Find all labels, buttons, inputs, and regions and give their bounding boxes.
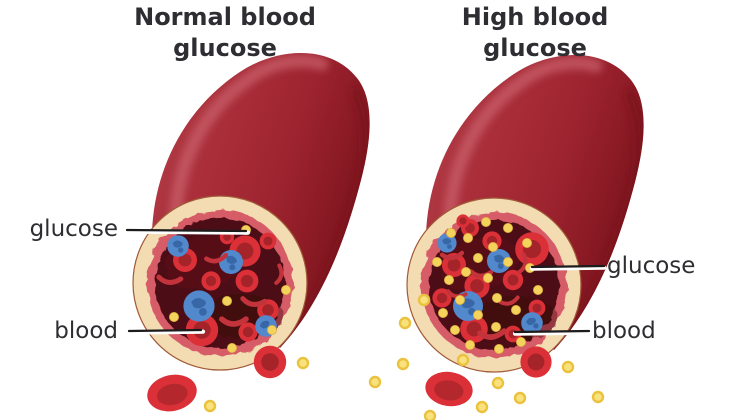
glucose-molecule (417, 293, 431, 307)
white-blood-cell (167, 235, 189, 257)
high-vessel-illustration (368, 55, 644, 420)
glucose-label-left: glucose (29, 216, 118, 242)
blood-leader-line-left (126, 328, 206, 335)
glucose-molecule (456, 353, 470, 367)
glucose-molecule (490, 321, 502, 333)
red-blood-cell (423, 368, 475, 410)
red-blood-cell (520, 346, 552, 378)
red-blood-cell (143, 370, 201, 416)
glucose-molecule (462, 232, 474, 244)
glucose-molecule (475, 400, 489, 414)
glucose-molecule (460, 266, 472, 278)
red-blood-cell (253, 345, 287, 379)
glucose-molecule (398, 316, 412, 330)
glucose-molecule (437, 307, 449, 319)
glucose-molecule (464, 339, 476, 351)
red-blood-cell (259, 232, 277, 250)
glucose-molecule (491, 376, 505, 390)
glucose-molecule (445, 227, 457, 239)
high-glucose-title: High blood glucose (461, 3, 609, 62)
leader-lines (124, 228, 607, 336)
glucose-molecule (423, 409, 437, 420)
glucose-molecule (591, 390, 605, 404)
red-blood-cell (201, 271, 221, 291)
glucose-molecule (168, 311, 180, 323)
blood-label-right: blood (592, 318, 656, 344)
glucose-molecule (368, 375, 382, 389)
red-blood-cell (238, 322, 258, 342)
glucose-molecule (472, 309, 484, 321)
red-blood-cell (456, 214, 470, 228)
glucose-molecule (513, 391, 527, 405)
glucose-leader-line-right (529, 264, 607, 271)
normal-vessel-illustration (133, 53, 370, 416)
glucose-molecule (280, 284, 292, 296)
glucose-molecule (396, 357, 410, 371)
normal-glucose-title: Normal blood glucose (134, 3, 316, 62)
glucose-molecule (502, 256, 513, 268)
glucose-label-right: glucose (607, 253, 696, 279)
glucose-molecule (502, 222, 513, 234)
glucose-molecule (472, 252, 484, 264)
glucose-molecule (454, 294, 466, 306)
glucose-molecule (491, 292, 503, 304)
glucose-molecule (221, 295, 233, 307)
glucose-molecule (203, 399, 217, 413)
glucose-molecule (480, 216, 492, 228)
glucose-molecule (443, 274, 455, 286)
glucose-molecule (516, 336, 526, 348)
glucose-molecule (266, 324, 278, 336)
glucose-leader-line-left (124, 228, 251, 235)
glucose-molecule (533, 284, 543, 296)
glucose-molecule (449, 324, 461, 336)
glucose-molecule (482, 272, 494, 284)
glucose-molecule (431, 256, 443, 268)
red-blood-cell (235, 269, 259, 293)
glucose-molecule (226, 342, 238, 354)
glucose-molecule (487, 241, 499, 253)
blood-vessel (133, 53, 370, 370)
glucose-molecule (296, 356, 310, 370)
glucose-molecule (493, 343, 505, 355)
white-blood-cell (183, 290, 215, 322)
blood-label-left: blood (54, 318, 118, 344)
blood-leader-line-right (512, 329, 592, 336)
glucose-molecule (561, 360, 575, 374)
glucose-molecule (522, 237, 532, 249)
glucose-molecule (510, 304, 521, 316)
